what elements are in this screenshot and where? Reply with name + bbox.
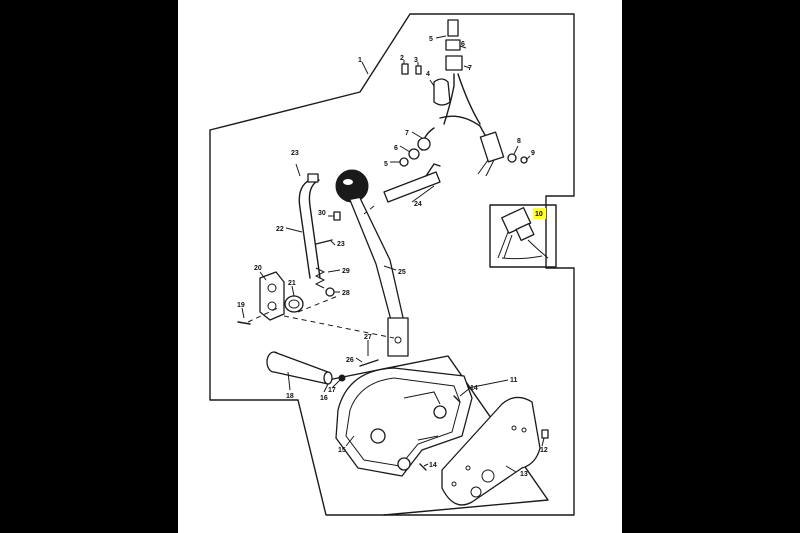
screw-part-30 <box>333 211 341 221</box>
callout-8: 8 <box>517 138 521 145</box>
screw-part-12 <box>541 429 549 439</box>
callout-2: 2 <box>400 55 404 62</box>
callout-15: 15 <box>338 447 346 454</box>
callout-30: 30 <box>318 210 326 217</box>
screw-part-14a <box>453 395 461 403</box>
switch-part-10 <box>497 207 549 260</box>
callout-21: 21 <box>288 280 296 287</box>
rod-part-22 <box>298 173 321 279</box>
callout-23b: 23 <box>337 241 345 248</box>
callout-19: 19 <box>237 302 245 309</box>
leader-lines <box>241 35 545 473</box>
callout-14a: 14 <box>470 385 478 392</box>
assembly-dash-lines <box>247 295 395 339</box>
screw-part-26 <box>359 359 379 367</box>
callout-20: 20 <box>254 265 262 272</box>
part-10-inset <box>489 204 557 268</box>
callout-16: 16 <box>320 395 328 402</box>
callout-23a: 23 <box>291 150 299 157</box>
shift-lever <box>335 169 409 357</box>
callout-29: 29 <box>342 268 350 275</box>
callout-10: 10 <box>535 211 543 218</box>
callout-11: 11 <box>510 377 518 384</box>
callout-12: 12 <box>540 447 548 454</box>
callout-4: 4 <box>426 71 430 78</box>
shaft-part-18 <box>266 351 333 385</box>
callout-7a: 7 <box>468 65 472 72</box>
housing-part-15 <box>335 367 473 477</box>
assembly-boundary <box>209 13 575 516</box>
callout-5a: 5 <box>429 36 433 43</box>
spring-part-29 <box>314 267 326 289</box>
callout-13: 13 <box>520 471 528 478</box>
callout-1: 1 <box>358 57 362 64</box>
callout-14b: 14 <box>429 462 437 469</box>
callout-22: 22 <box>276 226 284 233</box>
callout-5b: 5 <box>384 161 388 168</box>
plate-part-20 <box>259 271 285 321</box>
callout-18: 18 <box>286 393 294 400</box>
screw-part-14b <box>419 463 427 471</box>
callout-17: 17 <box>328 387 336 394</box>
callout-27: 27 <box>364 334 372 341</box>
callout-28: 28 <box>342 290 350 297</box>
cover-plate-part-13 <box>441 396 541 506</box>
pin-part-23 <box>315 239 333 245</box>
part-10-highlight <box>533 208 546 219</box>
diagram-sheet: 1 2 3 4 5 5 6 6 7 7 8 9 10 11 12 13 14 1… <box>178 0 622 533</box>
bracket-part-24 <box>363 163 441 215</box>
callout-25: 25 <box>398 269 406 276</box>
spring-part-21 <box>284 295 304 313</box>
callout-6b: 6 <box>394 145 398 152</box>
callout-9: 9 <box>531 150 535 157</box>
pin-part-19 <box>237 321 251 325</box>
callout-6a: 6 <box>461 41 465 48</box>
exploded-parts-diagram: 1 2 3 4 5 5 6 6 7 7 8 9 10 11 12 13 14 1… <box>209 13 575 516</box>
callout-26: 26 <box>346 357 354 364</box>
callout-3: 3 <box>414 57 418 64</box>
callout-labels: 1 2 3 4 5 5 6 6 7 7 8 9 10 11 12 13 14 1… <box>237 36 548 478</box>
nut-part-16 <box>338 374 346 382</box>
callout-7b: 7 <box>405 130 409 137</box>
washer-part-28 <box>325 287 335 297</box>
callout-24: 24 <box>414 201 422 208</box>
